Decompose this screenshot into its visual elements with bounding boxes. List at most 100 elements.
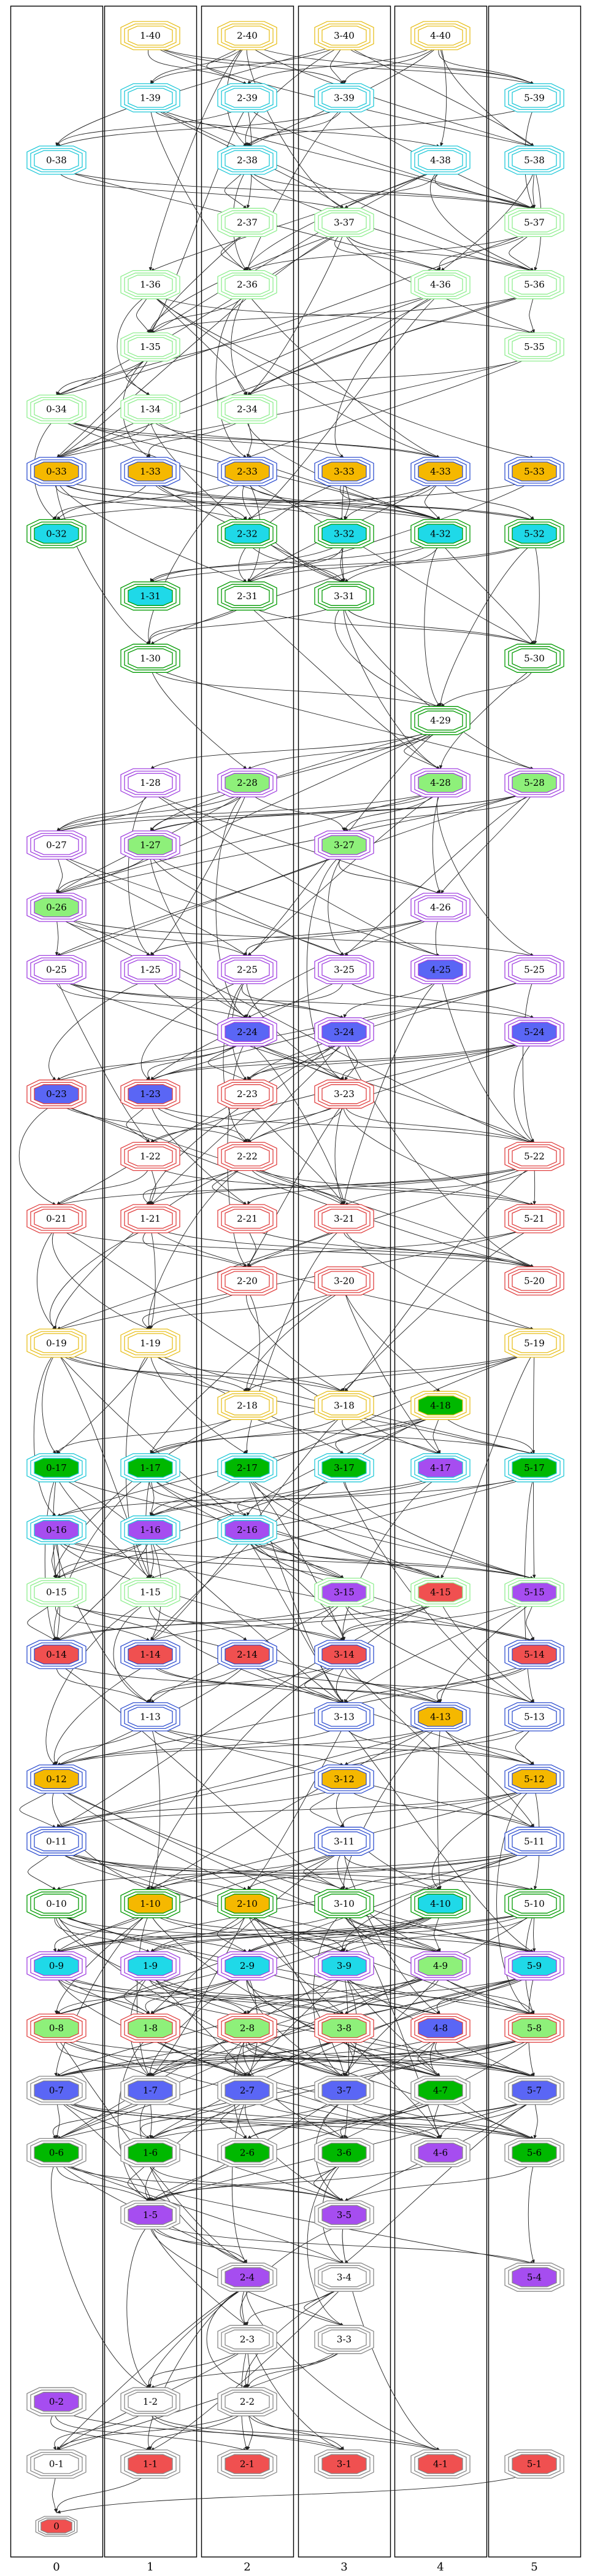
- edge-3-8-to-4-6: [344, 2036, 441, 2140]
- node-label: 5-1: [527, 2459, 542, 2470]
- edge-arrowhead: [342, 1948, 346, 1953]
- edge-2-16-to-3-15: [247, 1538, 345, 1579]
- node-2-20: 2-20: [217, 1266, 277, 1296]
- edge-2-9-to-1-8: [145, 1974, 248, 2015]
- node-inner-ring: [418, 897, 463, 918]
- edge-0-21-to-5-20: [56, 1227, 535, 1268]
- edge-3-20-to-1-19: [150, 1289, 345, 1330]
- edge-5-15-to-3-13: [344, 1600, 535, 1704]
- column-label-4: 4: [437, 2561, 444, 2574]
- node-inner-ring: [225, 1395, 270, 1416]
- edge-1-21-to-1-19: [150, 1227, 156, 1330]
- edge-2-31-to-4-28: [247, 604, 441, 770]
- edge-1-15-to-1-13: [113, 1600, 151, 1704]
- edge-4-26-to-5-22: [435, 915, 535, 1144]
- edge-arrowhead: [147, 2073, 152, 2077]
- node-inner-ring: [321, 1769, 367, 1790]
- edge-5-32-to-1-31: [150, 541, 535, 583]
- edge-arrowhead: [437, 266, 441, 271]
- edge-arrowhead: [340, 80, 344, 85]
- node-0-16: 0-16: [26, 1515, 86, 1545]
- edge-3-32-to-2-31: [247, 542, 345, 583]
- edge-3-37-to-0-33: [56, 230, 345, 459]
- node-4-40: 4-40: [410, 21, 471, 50]
- node-inner-ring: [225, 960, 270, 980]
- edge-4-33-to-4-32: [425, 479, 441, 521]
- edge-arrowhead: [341, 1885, 345, 1890]
- node-5-30: 5-30: [504, 643, 564, 673]
- edge-0-12-to-0-11: [19, 1787, 57, 1828]
- column-cluster-4: [394, 6, 488, 2558]
- edge-arrowhead: [247, 142, 250, 147]
- node-2-3: 2-3: [217, 2325, 277, 2354]
- edge-4-25-to-3-24: [344, 978, 441, 1018]
- edge-4-26-to-2-25: [245, 915, 441, 956]
- edge-4-28-to-0-26: [56, 791, 441, 894]
- node-3-31: 3-31: [314, 581, 374, 611]
- node-inner-ring: [321, 2267, 367, 2287]
- node-label: 3-15: [334, 1587, 355, 1598]
- node-5-21: 5-21: [504, 1204, 564, 1233]
- edge-arrowhead: [56, 391, 60, 396]
- node-inner-ring: [512, 2018, 557, 2038]
- node-inner-ring: [512, 1333, 557, 1354]
- node-inner-ring: [128, 2205, 173, 2225]
- edge-1-21-to-5-20: [150, 1227, 535, 1268]
- node-label: 3-7: [337, 2085, 352, 2096]
- edge-4-29-to-0-26: [56, 729, 441, 894]
- edge-2-7-to-2-4: [231, 2098, 248, 2264]
- edge-0-17-to-3-13: [56, 1476, 345, 1704]
- node-label: 2-2: [240, 2396, 255, 2407]
- edge-5-11-to-2-10: [247, 1849, 535, 1890]
- edge-5-28-to-3-25: [344, 791, 535, 956]
- edge-0-19-to-1-15: [56, 1351, 151, 1579]
- edge-2-36-to-2-33: [215, 293, 248, 459]
- edge-5-24-to-5-22: [513, 1040, 535, 1143]
- edge-arrowhead: [531, 640, 534, 645]
- node-label: 3-9: [337, 1960, 352, 1971]
- column-label-5: 5: [531, 2561, 537, 2574]
- node-label: 4-13: [430, 1711, 451, 1722]
- edge-3-20-to-2-18: [246, 1289, 345, 1392]
- node-label: 0-1: [49, 2459, 64, 2470]
- edge-1-28-to-1-25: [128, 791, 151, 956]
- edge-1-17-to-1-16: [150, 1476, 155, 1517]
- node-5-13: 5-13: [504, 1702, 564, 1732]
- edge-1-40-to-2-39: [148, 44, 248, 85]
- edge-1-5-to-3-3: [150, 2223, 345, 2327]
- node-label: 3-24: [334, 1026, 355, 1038]
- node-2-33: 2-33: [217, 457, 277, 486]
- edge-0-23-to-5-20: [56, 1102, 535, 1268]
- node-0-1: 0-1: [26, 2449, 86, 2479]
- edge-5-39-to-2-38: [247, 106, 535, 147]
- node-2-37: 2-37: [217, 208, 277, 237]
- edge-2-16-to-4-15: [247, 1538, 441, 1579]
- node-3-14: 3-14: [314, 1640, 374, 1669]
- edge-0-6-to-1-2: [51, 2161, 151, 2389]
- edge-2-28-to-1-27: [150, 791, 248, 832]
- node-2-8: 2-8: [217, 2013, 277, 2043]
- edge-1-8-to-1-5: [118, 2036, 151, 2202]
- node-label: 2-24: [237, 1026, 258, 1038]
- node-label: 2-14: [237, 1649, 258, 1660]
- node-0-25: 0-25: [26, 955, 86, 985]
- node-inner-ring: [225, 1146, 270, 1166]
- edge-1-40-to-5-39: [150, 44, 535, 85]
- node-inner-ring: [128, 586, 173, 606]
- node-label: 2-33: [237, 466, 258, 477]
- edge-0-11-to-4-10: [56, 1850, 441, 1891]
- edge-5-38-to-4-36: [440, 168, 535, 272]
- edge-5-9-to-0-7: [56, 1974, 535, 2077]
- node-5-14: 5-14: [504, 1640, 564, 1669]
- node-label: 3-21: [334, 1213, 355, 1224]
- node-inner-ring: [225, 2392, 270, 2412]
- node-label: 4-26: [430, 902, 451, 913]
- node-label: 3-14: [334, 1649, 355, 1660]
- node-label: 4-32: [430, 528, 451, 539]
- edge-2-22-to-1-19: [148, 1165, 248, 1330]
- edge-1-36-to-5-33: [150, 293, 535, 459]
- edge-1-15-to-3-13: [148, 1600, 345, 1704]
- edge-arrowhead: [147, 640, 150, 645]
- node-label: 0-32: [46, 528, 67, 539]
- node-0-7: 0-7: [26, 2076, 86, 2105]
